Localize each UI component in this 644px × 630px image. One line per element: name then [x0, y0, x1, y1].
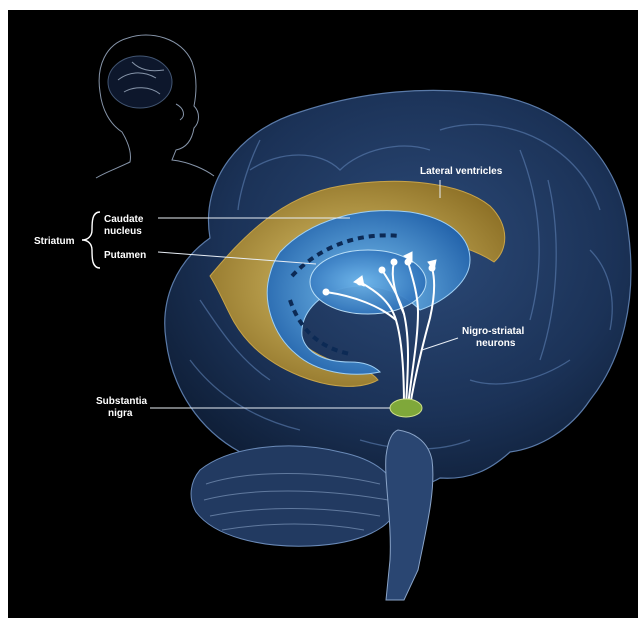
label-putamen: Putamen	[104, 250, 146, 261]
label-nigro-line1: Nigro-striatal	[462, 326, 524, 337]
label-nigro-line2: neurons	[476, 338, 516, 349]
label-striatum: Striatum	[34, 236, 75, 247]
label-caudate-line2: nucleus	[104, 226, 142, 237]
label-substantia-line1: Substantia	[96, 396, 148, 407]
label-substantia-line2: nigra	[108, 408, 133, 419]
label-lateral-ventricles: Lateral ventricles	[420, 166, 503, 177]
substantia-nigra	[390, 399, 422, 417]
label-caudate-line1: Caudate	[104, 214, 144, 225]
